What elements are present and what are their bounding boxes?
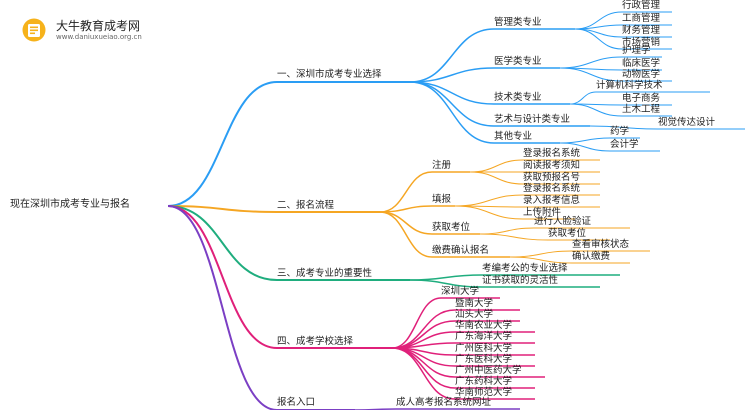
major-link [409,28,495,83]
branch-process: 二、报名流程 [277,200,335,211]
branch-schools: 四、成考学校选择 [277,336,354,347]
node-register: 注册 [432,160,452,171]
node-medical: 医学类专业 [494,56,542,67]
node-get-seat: 获取考位 [432,222,471,233]
leaf-link [509,250,573,258]
node-school: 广州中医药大学 [455,365,522,376]
leaf-link [469,159,524,173]
leaf-link [509,256,573,264]
leaf-step: 确认缴费 [572,251,611,262]
leaf-link [569,91,597,105]
root-link [167,205,278,281]
leaf-major: 视觉传达设计 [658,117,716,128]
branch-importance: 三、成考专业的重要性 [277,268,373,279]
importance-link [409,279,483,288]
leaf-major: 工商管理 [622,13,661,24]
root-topic: 现在深圳市成考专业与报名 [10,199,130,210]
step-link [379,205,433,213]
leaf-step: 登录报名系统 [523,183,581,194]
leaf-step: 查看审核状态 [572,239,630,250]
leaf-major: 行政管理 [622,0,661,11]
book-icon [22,18,46,42]
leaf-link [559,67,623,82]
node-importance: 考编考公的专业选择 [482,263,568,274]
node-importance: 证书获取的灵活性 [482,275,559,286]
leaf-step: 获取考位 [548,228,587,239]
branch-majors: 一、深圳市成考专业选择 [277,69,382,80]
node-pay-confirm: 缴费确认报名 [432,245,490,256]
node-entry-url: 成人高考报名系统网址 [396,397,492,408]
node-school: 广东海洋大学 [455,331,513,342]
node-school: 深圳大学 [441,286,480,297]
leaf-link [559,142,611,152]
leaf-link [479,227,535,235]
leaf-major: 计算机科学技术 [596,80,663,91]
step-link [379,171,433,213]
leaf-major: 土木工程 [622,104,661,115]
leaf-link [559,137,611,144]
leaf-link [559,56,623,69]
leaf-step: 阅读报考须知 [523,160,581,171]
major-link [409,81,495,105]
node-school: 暨南大学 [455,298,494,309]
logo-url: www.daniuxueiao.org.cn [56,33,142,41]
leaf-major: 会计学 [610,139,639,150]
leaf-link [589,125,659,130]
root-link [167,205,278,410]
step-link [379,211,433,235]
leaf-step: 录入报考信息 [523,195,581,206]
school-link [391,309,456,349]
importance-link [409,274,483,281]
node-school: 广东药科大学 [455,376,513,387]
root-link [167,205,278,349]
leaf-link [469,171,524,185]
leaf-link [569,103,623,117]
root-link [167,205,278,213]
node-school: 汕头大学 [455,309,494,320]
node-school: 广州医科大学 [455,343,513,354]
node-other: 其他专业 [494,131,533,142]
leaf-step: 获取预报名号 [523,172,581,183]
root-link [167,81,278,207]
leaf-link [479,233,549,241]
leaf-major: 药学 [610,126,630,137]
node-art-design: 艺术与设计类专业 [494,114,571,125]
leaf-link [574,28,623,50]
node-technical: 技术类专业 [494,92,542,103]
leaf-major: 财务管理 [622,25,661,36]
leaf-link [454,194,524,207]
school-link [391,347,456,400]
leaf-link [574,11,623,30]
major-link [409,81,495,144]
node-management: 管理类专业 [494,17,542,28]
leaf-link [454,205,524,220]
leaf-major: 电子商务 [622,93,661,104]
leaf-step: 上传附件 [523,207,562,218]
major-link [409,81,495,127]
node-school: 广东医科大学 [455,354,513,365]
leaf-step: 进行人脸验证 [534,216,592,227]
node-fill-in: 填报 [432,194,452,205]
leaf-step: 登录报名系统 [523,148,581,159]
node-school: 华南师范大学 [455,387,513,398]
logo-title: 大牛教育成考网 [56,19,141,33]
site-logo: 大牛教育成考网 www.daniuxueiao.org.cn [12,16,172,46]
leaf-major: 市场营销 [622,37,661,48]
branch-entry: 报名入口 [277,397,316,408]
leaf-link [574,24,623,30]
step-link [379,211,433,258]
leaf-major: 临床医学 [622,58,661,69]
major-link [409,67,495,83]
leaf-major: 护理学 [622,45,651,56]
leaf-major: 动物医学 [622,69,661,80]
node-school: 华南农业大学 [455,320,513,331]
